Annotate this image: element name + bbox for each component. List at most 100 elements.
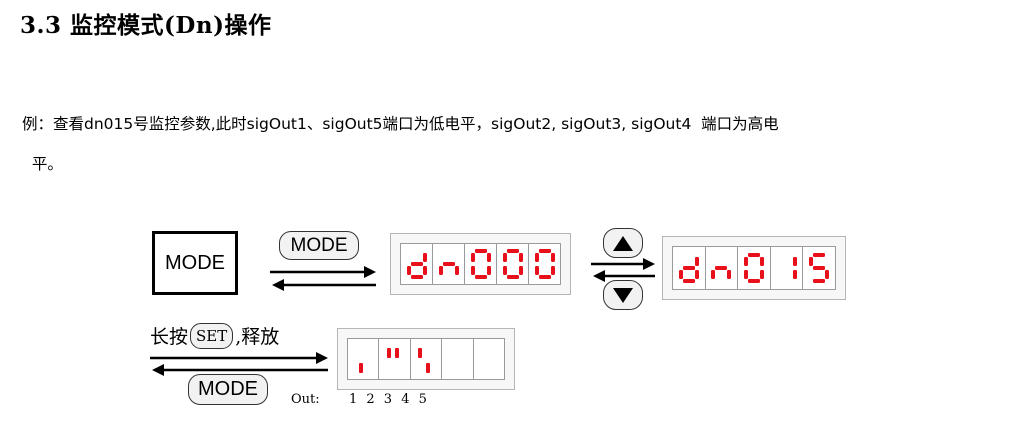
segment-f — [502, 253, 507, 262]
example-paragraph: 例：查看dn015号监控参数,此时sigOut1、sigOut5端口为低电平，s… — [22, 104, 1012, 184]
segment-a — [506, 249, 519, 253]
caption-suffix: ,释放 — [235, 326, 280, 348]
dn000-cell-1 — [401, 244, 433, 284]
sigout-cell-5 — [474, 339, 504, 379]
mode-key[interactable]: MODE — [152, 231, 238, 295]
segment-d — [682, 279, 695, 283]
sigout-glyph-5 — [481, 341, 497, 377]
segment-e — [438, 266, 443, 275]
dn000-digit-1 — [406, 253, 427, 279]
long-press-caption: 长按 SET ,释放 — [150, 322, 279, 349]
dn015-cell-2 — [706, 247, 739, 289]
mode-key-label: MODE — [165, 251, 225, 274]
segment-f — [470, 253, 475, 262]
dn015-cell-4 — [771, 247, 804, 289]
segment-g — [410, 262, 423, 266]
display-dn015 — [662, 236, 846, 300]
segment-f — [743, 257, 748, 266]
segment-g — [682, 266, 695, 270]
sigout-cell-3 — [411, 339, 443, 379]
dn000-cell-2 — [433, 244, 465, 284]
dn000-digit-5 — [534, 249, 555, 279]
segment-c — [422, 266, 427, 275]
segment-f — [534, 253, 539, 262]
paragraph-line-2: 平。 — [22, 155, 63, 173]
set-key[interactable]: SET — [190, 322, 234, 349]
segment-d — [474, 275, 487, 279]
dn015-digit-3 — [743, 253, 764, 283]
dn015-digit-1 — [678, 257, 699, 283]
segment-a — [538, 249, 551, 253]
segment-g — [715, 266, 728, 270]
dn000-digit-3 — [470, 249, 491, 279]
segment-c — [759, 270, 764, 279]
segment-b — [792, 257, 797, 266]
segment-e — [470, 266, 475, 275]
display-dn000-digits — [400, 243, 561, 285]
segment-f — [809, 257, 814, 266]
sigout-cell-1 — [348, 339, 380, 379]
segment-c — [727, 270, 732, 279]
sigout-cell-2 — [379, 339, 411, 379]
segment-e — [678, 270, 683, 279]
mode-pill-bottom[interactable]: MODE — [188, 374, 268, 405]
dn000-digit-4 — [502, 249, 523, 279]
segment-b — [694, 257, 699, 266]
sigout-glyph-2 — [386, 348, 399, 358]
sigout-cell-4 — [442, 339, 474, 379]
segment-d — [813, 279, 826, 283]
mode-pill-top[interactable]: MODE — [279, 231, 359, 260]
dn015-digit-2 — [711, 266, 732, 279]
segment-b — [518, 253, 523, 262]
segment-a — [474, 249, 487, 253]
segment-e — [534, 266, 539, 275]
segment-c — [825, 270, 830, 279]
sigout-glyph-1 — [359, 363, 364, 373]
sigout-bar — [359, 363, 364, 373]
dn000-digit-2 — [438, 262, 459, 275]
dn015-cell-5 — [803, 247, 835, 289]
segment-b — [759, 257, 764, 266]
up-triangle-icon — [613, 235, 633, 251]
mode-pill-top-label: MODE — [290, 234, 348, 256]
sigout-bar — [426, 363, 431, 373]
down-triangle-icon — [613, 287, 633, 303]
segment-c — [518, 266, 523, 275]
up-key[interactable] — [603, 228, 643, 258]
segment-a — [747, 253, 760, 257]
down-key[interactable] — [603, 280, 643, 310]
segment-d — [506, 275, 519, 279]
section-heading: 3.3 监控模式(Dn)操作 — [20, 12, 272, 39]
set-arrows — [150, 352, 328, 376]
display-sigout — [337, 328, 515, 390]
segment-e — [743, 270, 748, 279]
sigout-bar — [418, 348, 423, 358]
updown-arrows — [591, 258, 655, 282]
segment-c — [694, 270, 699, 279]
dn000-cell-3 — [465, 244, 497, 284]
segment-c — [792, 270, 797, 279]
segment-e — [502, 266, 507, 275]
sigout-glyph-4 — [449, 341, 465, 377]
segment-g — [442, 262, 455, 266]
sigout-glyph-3 — [418, 348, 431, 373]
segment-d — [410, 275, 423, 279]
segment-g — [813, 266, 826, 270]
out-label: Out: — [291, 392, 320, 407]
sigout-bar — [386, 348, 391, 358]
sigout-bar — [394, 348, 399, 358]
display-dn000 — [390, 233, 571, 295]
mode-pill-bottom-label: MODE — [198, 378, 258, 400]
dn015-digit-5 — [809, 253, 830, 283]
segment-d — [747, 279, 760, 283]
out-numbers: 1 2 3 4 5 — [349, 392, 429, 407]
dn000-cell-5 — [529, 244, 560, 284]
caption-prefix: 长按 — [150, 326, 189, 348]
segment-c — [550, 266, 555, 275]
dn000-cell-4 — [497, 244, 529, 284]
segment-b — [422, 253, 427, 262]
dn015-cell-3 — [738, 247, 771, 289]
dn015-digit-4 — [792, 257, 797, 279]
display-sigout-segments — [347, 338, 505, 380]
segment-e — [711, 270, 716, 279]
